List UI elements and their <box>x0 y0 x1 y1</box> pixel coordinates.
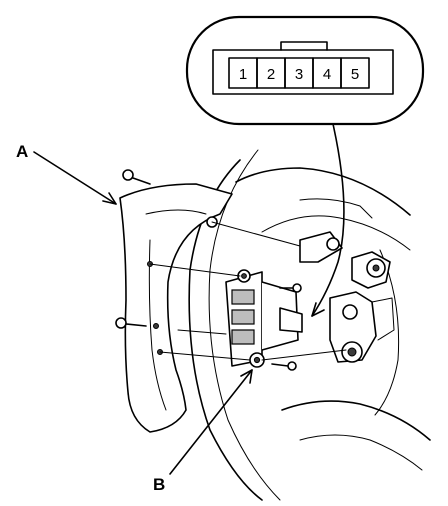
connector-latch <box>280 41 328 51</box>
right-bracket-hole <box>372 264 380 272</box>
cover-screw-hole-2 <box>153 323 159 329</box>
screw-left <box>115 317 147 329</box>
pin-number-5: 5 <box>351 66 359 83</box>
wheel-spoke-detail <box>299 198 373 219</box>
screw-bottom-head <box>287 361 297 371</box>
label-b: B <box>153 475 165 494</box>
cover-inner-edge-top <box>145 209 207 215</box>
assembly-lines <box>149 221 347 361</box>
switch-cover <box>119 183 233 433</box>
label-a-arrowhead <box>102 192 117 205</box>
callout-leader-line <box>311 123 345 317</box>
pin-number-1: 1 <box>239 66 247 83</box>
lower-bracket-flange <box>371 297 395 341</box>
wheel-spoke-lower-edge <box>299 434 423 471</box>
screw-top <box>122 169 151 185</box>
label-a: A <box>16 142 28 161</box>
screws <box>115 169 302 371</box>
lower-bracket <box>329 291 377 363</box>
screw-right-upper-head <box>292 283 302 293</box>
label-b-arrowhead <box>240 369 253 384</box>
screw-right-upper <box>279 283 302 293</box>
assembly-line-1 <box>149 263 241 277</box>
switch-mount-upper-hole <box>241 273 247 279</box>
switch-button-lower <box>231 329 255 345</box>
switch-mount-lower-hole <box>253 356 261 364</box>
screw-top-shank <box>132 177 151 185</box>
pin-cell-5 <box>340 57 370 89</box>
wheel-hub-top <box>235 167 411 216</box>
cover-inner-edge-side <box>148 239 167 411</box>
assembly-line-4 <box>261 349 347 361</box>
label-a-leader <box>33 151 117 205</box>
label-b-leader <box>169 369 253 475</box>
assembly-line-5 <box>177 329 227 335</box>
callout-leader-arrowhead <box>311 302 325 317</box>
screw-top-head <box>122 169 134 181</box>
switch-button-upper <box>231 289 255 305</box>
switch-button-middle <box>231 309 255 325</box>
connector-callout: 1 2 3 4 5 <box>185 15 425 126</box>
screw-bottom-shank <box>271 363 289 367</box>
connector-pins: 1 2 3 4 5 <box>228 57 370 89</box>
screw-left-shank <box>125 323 147 327</box>
wheel-spoke-upper <box>261 215 411 251</box>
switch-assembly <box>225 269 303 368</box>
hub-mechanism <box>299 231 395 363</box>
pin-number-2: 2 <box>267 66 275 83</box>
pin-number-3: 3 <box>295 66 303 83</box>
upper-bracket-bolt <box>326 237 340 251</box>
assembly-line-2 <box>159 351 251 361</box>
switch-connector-socket <box>279 307 303 333</box>
screw-left-head <box>115 317 127 329</box>
pin-number-4: 4 <box>323 66 331 83</box>
assembly-line-3 <box>211 221 301 247</box>
lower-bracket-boss <box>342 304 358 320</box>
screw-bottom <box>271 361 297 371</box>
wheel-right-hub <box>374 249 400 416</box>
callout-bubble <box>185 15 425 126</box>
lower-bracket-hole <box>347 347 357 357</box>
wheel-spoke-lower <box>281 400 431 441</box>
